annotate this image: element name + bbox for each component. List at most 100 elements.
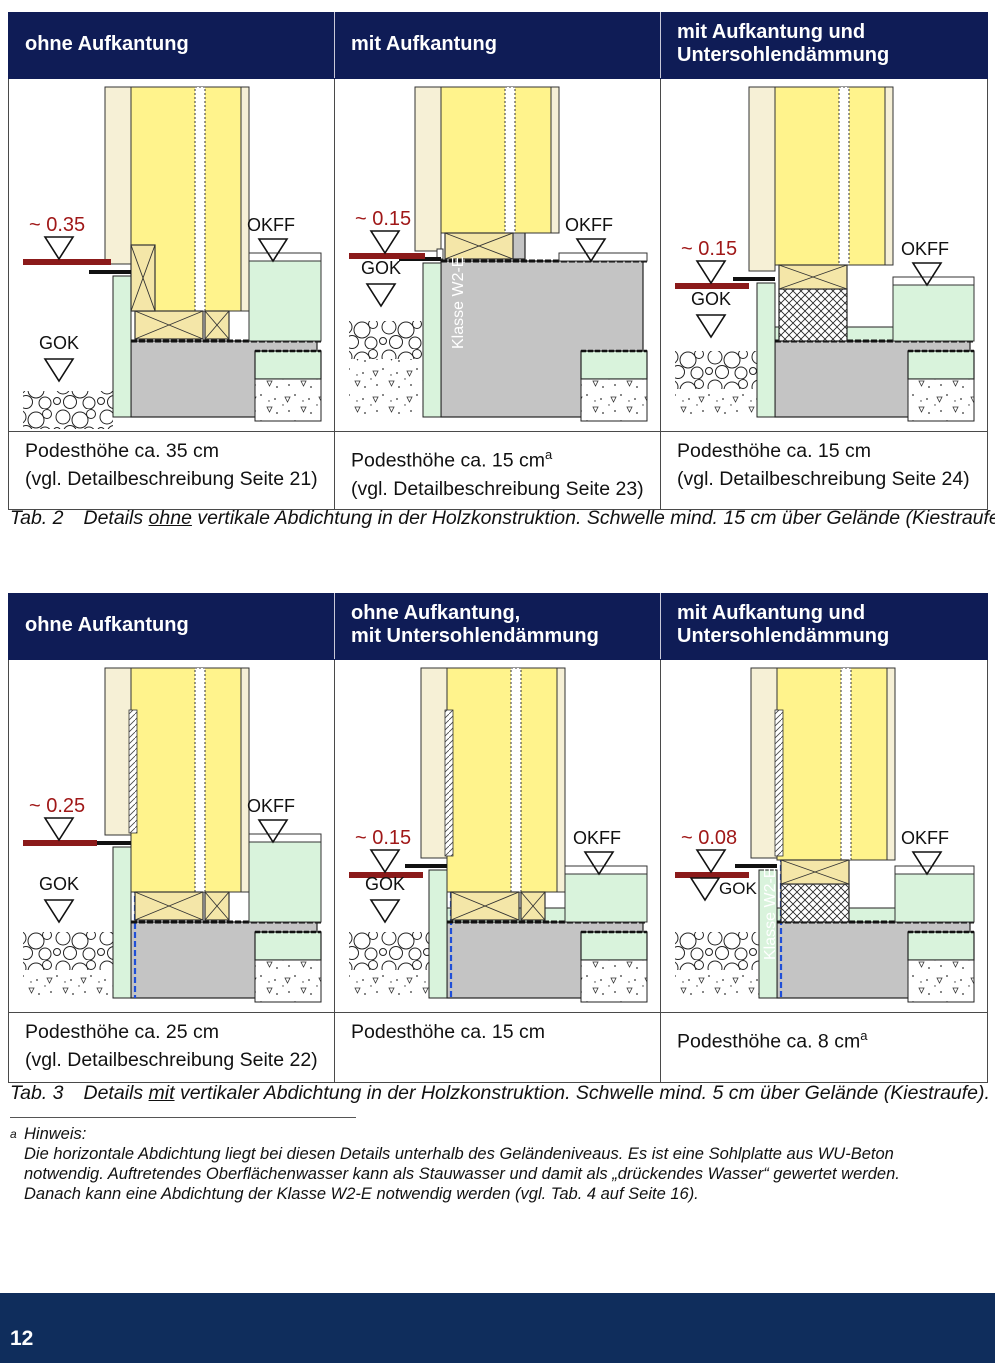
interior-board [550, 86, 560, 234]
construction-detail-drawing: ~ 0.15 OKFF GOK [349, 667, 648, 1003]
level-value: ~ 0.35 [29, 214, 85, 236]
compression-insulation [780, 883, 850, 923]
battens [194, 667, 206, 893]
gravel-fill [23, 932, 113, 970]
caption-cell: Podesthöhe ca. 8 cma [660, 1012, 988, 1083]
compression-insulation [778, 288, 848, 342]
detail-reference: (vgl. Detailbeschreibung Seite 23) [351, 477, 644, 500]
level-value: ~ 0.08 [681, 827, 737, 849]
insulation-step [254, 931, 322, 961]
footnote-mark: a [10, 1127, 17, 1141]
interior-board [884, 86, 894, 266]
soil-fill [23, 970, 113, 1000]
gok-triangle-icon [369, 899, 401, 924]
cladding [414, 86, 442, 252]
detail-reference: (vgl. Detailbeschreibung Seite 21) [25, 468, 318, 490]
level-bar [675, 872, 749, 878]
soil-fill [580, 959, 648, 1003]
level-value: ~ 0.15 [355, 827, 411, 849]
klasse-label: Klasse W2-E [762, 868, 779, 960]
caption-text: Details [83, 507, 149, 529]
gravel-fill [675, 932, 759, 970]
timber-cross [780, 859, 850, 885]
level-triangle-icon [369, 849, 401, 874]
cladding [104, 667, 132, 836]
timber-cross [778, 264, 848, 290]
floor-insulation [894, 873, 975, 923]
soil-fill [349, 359, 423, 419]
battens [194, 86, 206, 312]
soil-fill [675, 970, 759, 1000]
okff-triangle-icon [257, 238, 289, 263]
timber-cross [204, 891, 230, 921]
soil-fill [907, 959, 975, 1003]
gok-label: GOK [365, 874, 405, 894]
okff-label: OKFF [247, 796, 295, 816]
interior-board [556, 667, 566, 893]
wall-insulation [774, 86, 886, 266]
header-ohne-aufkantung: ohne Aufkantung [8, 12, 335, 79]
level-value: ~ 0.15 [681, 238, 737, 260]
level-bar [349, 872, 423, 878]
level-triangle-icon [695, 260, 727, 285]
insulation-step [580, 931, 648, 961]
okff-triangle-icon [911, 262, 943, 287]
soil-fill [907, 378, 975, 422]
caption-label: Tab. 2 [10, 507, 64, 529]
gravel-fill [349, 932, 429, 970]
soil-fill [254, 959, 322, 1003]
footnote: a Hinweis: Die horizontale Abdichtung li… [10, 1124, 980, 1204]
header-text: Untersohlendämmung [677, 44, 890, 66]
gok-label: GOK [719, 879, 757, 898]
header-text: ohne Aufkantung [25, 33, 189, 55]
level-bar [675, 283, 749, 289]
caption-emphasis: mit [148, 1082, 175, 1104]
table-details-with-vertical-seal: ohne Aufkantung ohne Aufkantung,mit Unte… [8, 593, 988, 1083]
level-value: ~ 0.15 [355, 208, 411, 230]
level-triangle-icon [43, 236, 75, 261]
timber-cross [204, 310, 230, 340]
header-text: mit Aufkantung [351, 33, 497, 55]
level-triangle-icon [369, 230, 401, 255]
floor-insulation [248, 260, 322, 342]
level-triangle-icon [43, 817, 75, 842]
detail-reference: (vgl. Detailbeschreibung Seite 24) [677, 468, 970, 490]
interior-board [886, 667, 896, 861]
podest-height: Podesthöhe ca. 8 cm [677, 1030, 861, 1053]
timber-cross [130, 244, 156, 312]
perimeter-insulation [758, 869, 778, 999]
header-ohne-aufkantung-untersohle: ohne Aufkantung,mit Untersohlendämmung [334, 593, 661, 660]
page-number: 12 [10, 1327, 34, 1350]
footnote-line: Danach kann eine Abdichtung der Klasse W… [24, 1185, 699, 1203]
caption-label: Tab. 3 [10, 1082, 64, 1104]
podest-height: Podesthöhe ca. 15 cm [351, 449, 546, 472]
gok-triangle-icon [689, 877, 721, 902]
floor-screed [248, 833, 322, 843]
header-text: mit Aufkantung und [677, 602, 866, 624]
timber-cross [134, 891, 204, 921]
perimeter-insulation [756, 282, 776, 418]
diagram-cell: ~ 0.15 OKFF GOK [334, 659, 661, 1013]
level-bar [349, 253, 425, 259]
caption-cell: Podesthöhe ca. 25 cm(vgl. Detailbeschrei… [8, 1012, 335, 1083]
floor-insulation [248, 841, 322, 923]
gok-label: GOK [39, 333, 79, 353]
perimeter-insulation [112, 846, 132, 999]
wall-insulation [776, 667, 888, 861]
okff-label: OKFF [573, 828, 621, 848]
floor-screed [894, 865, 975, 875]
caption-text: vertikaler Abdichtung in der Holzkonstru… [174, 1082, 990, 1104]
insulation-step [580, 350, 648, 380]
perimeter-insulation [112, 275, 132, 418]
gok-label: GOK [691, 289, 731, 309]
